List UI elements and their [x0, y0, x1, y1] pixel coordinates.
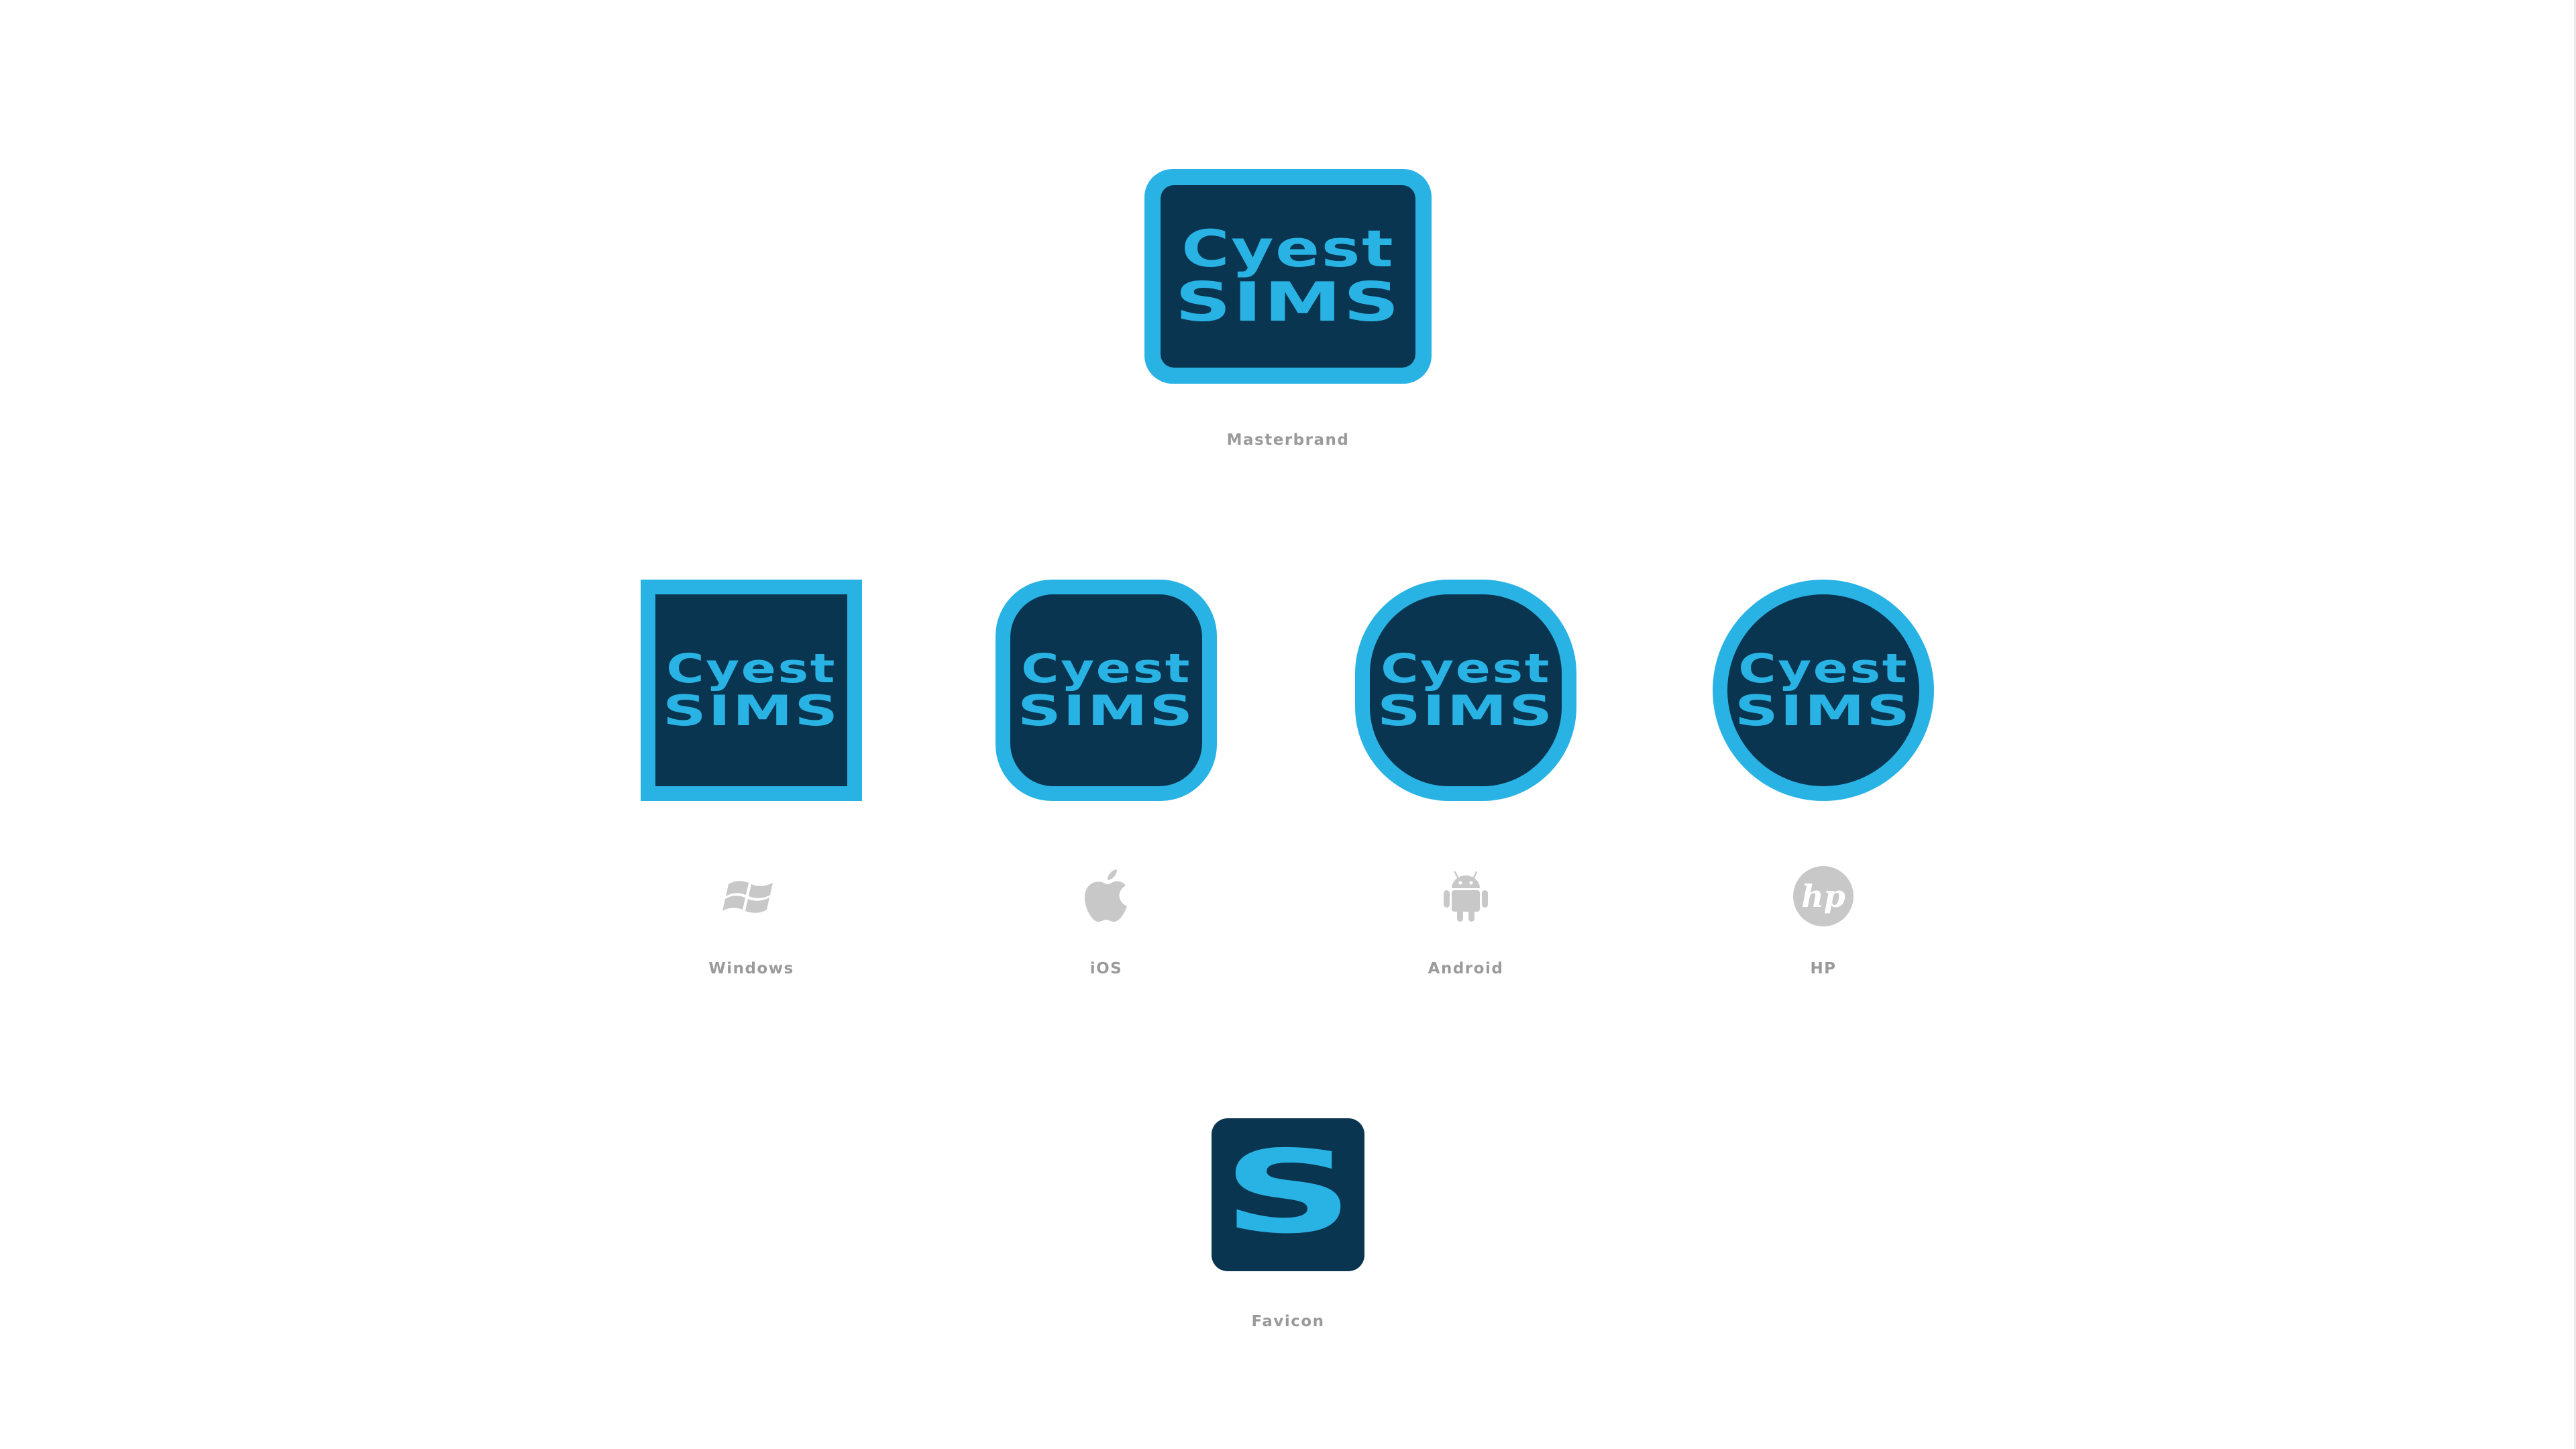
- android-app-logo-inner: Cyest SIMS: [1370, 594, 1562, 786]
- windows-wordmark: Cyest SIMS: [663, 649, 838, 732]
- ios-caption: iOS: [1089, 960, 1123, 977]
- android-wordmark: Cyest SIMS: [1377, 649, 1552, 732]
- wordmark-line1: Cyest: [1381, 645, 1551, 692]
- windows-app-logo: Cyest SIMS: [641, 580, 862, 801]
- ios-wordmark: Cyest SIMS: [1018, 649, 1193, 732]
- hp-app-logo-inner: Cyest SIMS: [1727, 594, 1919, 786]
- wordmark-line2: SIMS: [1175, 271, 1401, 333]
- windows-logo-icon: [719, 864, 784, 928]
- wordmark-line2: SIMS: [662, 686, 840, 735]
- masterbrand-logo-inner: Cyest SIMS: [1161, 185, 1415, 368]
- masterbrand-caption: Masterbrand: [1226, 431, 1350, 449]
- right-edge-divider: [2574, 0, 2576, 1449]
- wordmark-line1: Cyest: [1181, 219, 1395, 278]
- favicon-letter: S: [1222, 1126, 1354, 1259]
- android-logo-icon: [1434, 864, 1498, 928]
- hp-logo-icon: hp: [1791, 864, 1856, 928]
- wordmark-line2: SIMS: [1017, 686, 1195, 735]
- wordmark-line2: SIMS: [1377, 686, 1554, 735]
- android-app-logo: Cyest SIMS: [1355, 580, 1576, 801]
- wordmark-line2: SIMS: [1734, 686, 1912, 735]
- wordmark-line1: Cyest: [1738, 645, 1909, 692]
- windows-app-logo-inner: Cyest SIMS: [655, 594, 847, 786]
- android-caption: Android: [1428, 960, 1504, 977]
- wordmark-line1: Cyest: [1021, 645, 1191, 692]
- ios-app-logo: Cyest SIMS: [996, 580, 1217, 801]
- svg-text:hp: hp: [1801, 878, 1845, 914]
- favicon-caption: Favicon: [1251, 1313, 1325, 1330]
- hp-caption: HP: [1810, 960, 1837, 977]
- apple-logo-icon: [1074, 864, 1138, 928]
- windows-caption: Windows: [708, 960, 794, 977]
- ios-app-logo-inner: Cyest SIMS: [1010, 594, 1202, 786]
- masterbrand-logo: Cyest SIMS: [1144, 169, 1432, 384]
- hp-wordmark: Cyest SIMS: [1735, 649, 1910, 732]
- hp-app-logo: Cyest SIMS: [1713, 580, 1934, 801]
- masterbrand-wordmark: Cyest SIMS: [1175, 223, 1399, 329]
- wordmark-line1: Cyest: [666, 645, 837, 692]
- favicon-logo: S: [1212, 1118, 1364, 1271]
